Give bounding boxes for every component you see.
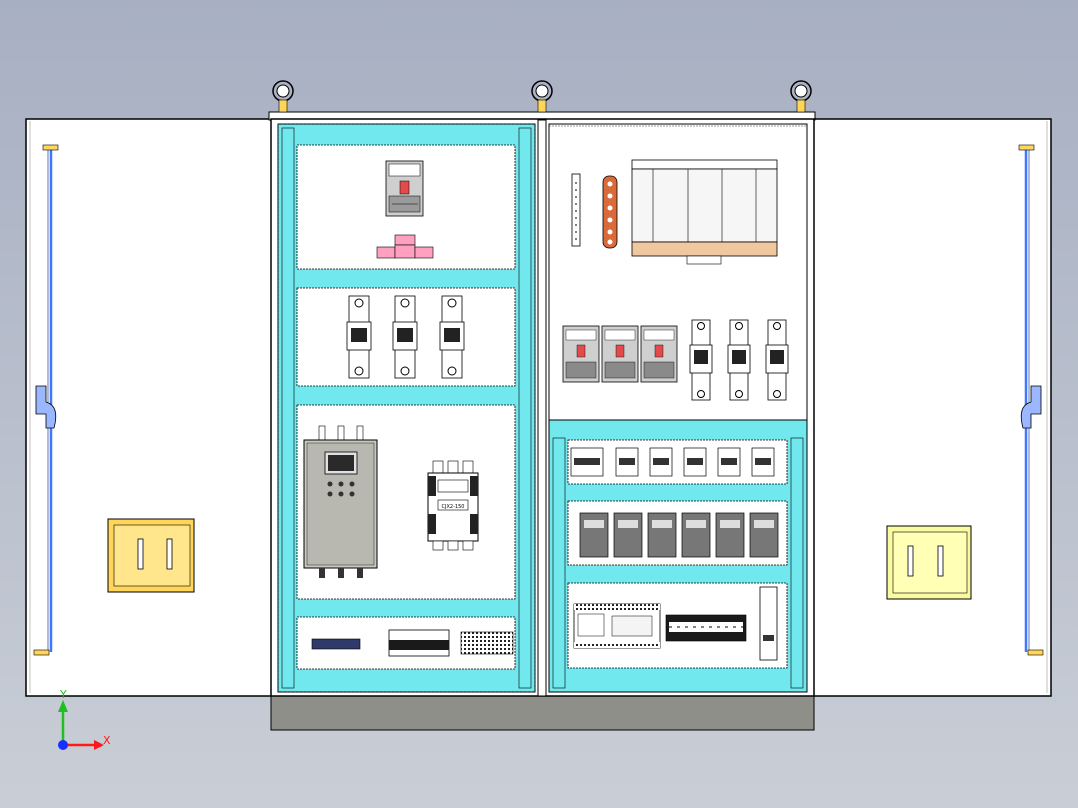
coordinate-triad: Y X (58, 688, 111, 750)
lifting-eye-right (790, 80, 812, 113)
left-door[interactable] (25, 118, 275, 697)
right-door[interactable] (807, 118, 1052, 697)
right-door-latch-rod (1018, 144, 1044, 656)
plc-controller (573, 603, 661, 649)
left-door-latch-rod (33, 144, 59, 656)
relays-row (579, 512, 779, 558)
fuse-holder-2 (392, 295, 418, 379)
soft-starter (303, 425, 378, 578)
mccb-2 (601, 325, 639, 383)
contactor-plate-label: CJX2-150 (442, 504, 465, 510)
cabinet-plinth (270, 695, 815, 731)
x-axis-label: X (103, 734, 111, 747)
fuse-holder-r1 (689, 319, 713, 401)
mccb-3 (640, 325, 678, 383)
left-terminal-blocks (311, 629, 514, 657)
right-compartment (548, 123, 808, 693)
origin-point (58, 740, 68, 750)
terminal-strip (571, 173, 581, 247)
fuse-holder-r2 (727, 319, 751, 401)
fuse-holder-3 (439, 295, 465, 379)
main-circuit-breaker (385, 160, 424, 217)
miniature-breakers-row (570, 447, 775, 477)
fuse-holder-1 (346, 295, 372, 379)
lifting-eye-left (272, 80, 294, 113)
y-axis-label: Y (59, 688, 67, 701)
ac-contactor: CJX2-150 (427, 460, 479, 551)
fuse-holder-r3 (765, 319, 789, 401)
busbar-terminals (376, 234, 434, 259)
mccb-1 (562, 325, 600, 383)
right-terminal-blocks (665, 614, 747, 642)
lifting-eye-center (531, 80, 553, 113)
copper-busbar (602, 175, 618, 249)
right-door-handle[interactable] (886, 525, 972, 600)
capacitor-bank (631, 159, 778, 265)
power-supply (759, 586, 778, 661)
left-door-handle[interactable] (107, 518, 195, 593)
left-compartment: CJX2-150 (277, 123, 536, 693)
